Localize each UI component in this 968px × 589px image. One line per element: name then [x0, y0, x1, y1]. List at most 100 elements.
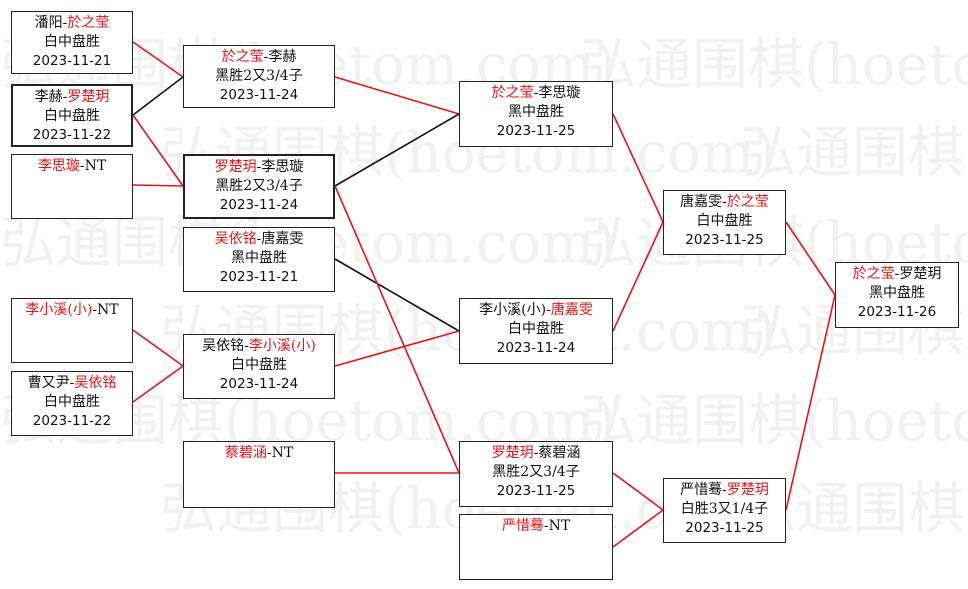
- player-separator: -: [894, 266, 900, 282]
- player-two-name: 李思璇: [261, 159, 304, 175]
- match-players: 曹又尹-吴依铭: [12, 374, 132, 393]
- player-separator: -: [546, 302, 551, 318]
- match-players: 李小溪(小)-唐嘉雯: [460, 301, 612, 320]
- match-box-r3-4: 严惜蓦-NT: [459, 514, 613, 580]
- player-separator: -: [533, 445, 539, 461]
- player-separator: -: [722, 194, 727, 210]
- match-players: 李思璇-NT: [12, 157, 132, 176]
- player-two-name: 於之莹: [67, 15, 110, 31]
- connector-line: [612, 472, 664, 511]
- match-players: 李小溪(小)-NT: [12, 301, 132, 320]
- player-one-name: 严惜蓦: [680, 482, 723, 498]
- match-players: 吴依铭-唐嘉雯: [184, 230, 334, 249]
- player-two-name: NT: [97, 302, 119, 318]
- match-result: 黑胜2又3/4子: [215, 68, 303, 84]
- player-separator: -: [533, 85, 539, 101]
- watermark-text: 弘通围棋(hoetom.com): [740, 121, 968, 186]
- player-separator: -: [256, 231, 262, 247]
- connector-line: [334, 185, 460, 474]
- match-result: 黑胜2又3/4子: [215, 178, 303, 194]
- player-two-name: 蔡碧涵: [538, 445, 581, 461]
- player-separator: -: [263, 49, 269, 65]
- player-two-name: 吴依铭: [74, 375, 117, 391]
- player-two-name: 罗楚玥: [899, 266, 942, 282]
- player-one-name: 罗楚玥: [214, 159, 257, 175]
- player-one-name: 於之莹: [221, 49, 264, 65]
- connector-line: [132, 41, 184, 78]
- match-date: 2023-11-24: [219, 197, 299, 213]
- match-result: 白中盘胜: [44, 394, 100, 410]
- match-players: 严惜蓦-NT: [460, 517, 612, 536]
- match-date: 2023-11-24: [219, 87, 299, 103]
- player-two-name: NT: [84, 158, 107, 174]
- connector-line: [785, 221, 836, 296]
- connector-line: [132, 365, 184, 403]
- player-one-name: 曹又尹: [27, 375, 70, 391]
- player-one-name: 吴依铭: [202, 338, 245, 354]
- match-result: 白中盘胜: [508, 321, 564, 337]
- player-separator: -: [543, 518, 549, 534]
- player-separator: -: [92, 302, 98, 318]
- connector-line: [132, 114, 184, 187]
- player-one-name: 唐嘉雯: [680, 194, 723, 210]
- connector-line: [334, 330, 460, 367]
- player-one-name: 李赫: [34, 89, 63, 105]
- player-two-name: 罗楚玥: [726, 482, 769, 498]
- match-date: 2023-11-21: [32, 53, 112, 69]
- player-separator: -: [62, 89, 68, 105]
- player-two-name: 李赫: [268, 49, 297, 65]
- match-players: 唐嘉雯-於之莹: [664, 193, 785, 212]
- player-one-name: 李思璇: [37, 158, 80, 174]
- match-players: 罗楚玥-蔡碧涵: [460, 444, 612, 463]
- player-separator: -: [62, 15, 68, 31]
- match-result: 白中盘胜: [44, 108, 100, 124]
- match-result: 白胜3又1/4子: [680, 501, 769, 517]
- player-one-name: 李小溪(小): [25, 302, 93, 318]
- match-result: 黑中盘胜: [869, 285, 925, 301]
- match-result: 白中盘胜: [44, 34, 100, 50]
- match-date: 2023-11-22: [32, 127, 112, 143]
- match-date: 2023-11-25: [685, 232, 764, 248]
- watermark-text: 弘通围棋(hoetom.com): [580, 389, 968, 454]
- player-separator: -: [722, 482, 727, 498]
- connector-line: [785, 294, 836, 511]
- match-date: 2023-11-22: [32, 413, 112, 429]
- player-two-name: 罗楚玥: [67, 89, 110, 105]
- match-box-r1-2: 李赫-罗楚玥白中盘胜 2023-11-22: [11, 84, 133, 147]
- player-two-name: 唐嘉雯: [261, 231, 304, 247]
- match-players: 吴依铭-李小溪(小): [184, 337, 334, 356]
- match-players: 潘阳-於之莹: [12, 14, 132, 33]
- player-two-name: 唐嘉雯: [550, 302, 593, 318]
- match-players: 蔡碧涵-NT: [184, 444, 334, 463]
- match-date: 2023-11-24: [219, 376, 299, 392]
- watermark-text: 弘通围棋(hoetom.com): [580, 33, 968, 98]
- player-separator: -: [79, 158, 85, 174]
- player-two-name: NT: [271, 445, 294, 461]
- match-box-r1-4: 李小溪(小)-NT: [11, 298, 133, 363]
- match-players: 於之莹-李赫: [184, 48, 334, 67]
- player-separator: -: [266, 445, 272, 461]
- match-box-r2-5: 蔡碧涵-NT: [183, 441, 335, 508]
- match-result: 黑中盘胜: [508, 104, 564, 120]
- connector-line: [612, 509, 664, 548]
- match-date: 2023-11-26: [857, 304, 937, 320]
- match-players: 严惜蓦-罗楚玥: [664, 481, 785, 500]
- player-separator: -: [256, 159, 262, 175]
- player-one-name: 蔡碧涵: [224, 445, 267, 461]
- player-separator: -: [69, 375, 75, 391]
- match-players: 罗楚玥-李思璇: [185, 158, 333, 177]
- player-two-name: NT: [548, 518, 571, 534]
- match-players: 於之莹-李思璇: [460, 84, 612, 103]
- player-one-name: 严惜蓦: [501, 518, 544, 534]
- player-one-name: 李小溪(小): [479, 302, 547, 318]
- match-date: 2023-11-21: [219, 269, 299, 285]
- match-result: 黑中盘胜: [231, 250, 287, 266]
